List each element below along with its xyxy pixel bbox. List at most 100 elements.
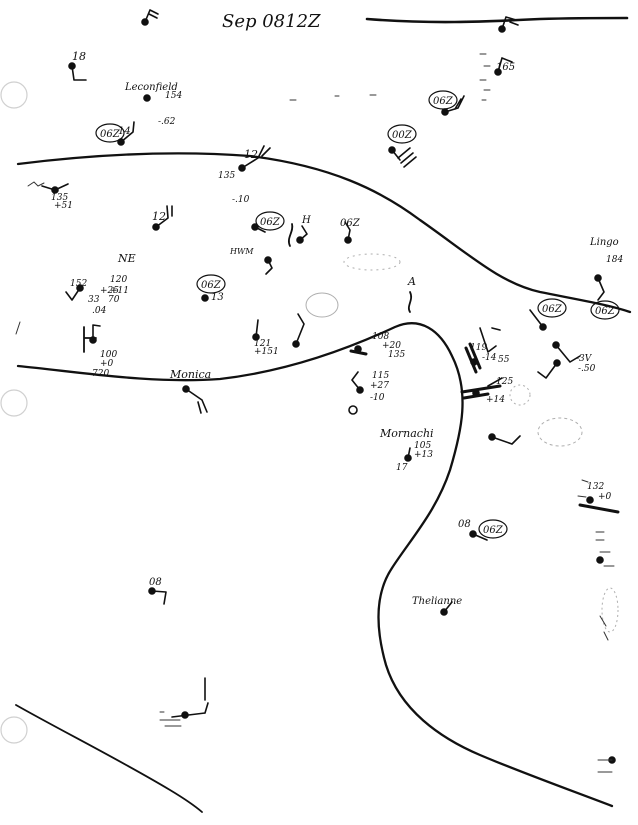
station-plot: [201, 294, 209, 302]
station-plot: [469, 530, 488, 541]
obs-text: +11: [110, 286, 129, 296]
obs-text: -14: [482, 353, 497, 363]
circle-mark: [196, 274, 226, 294]
obs-text: 184: [606, 255, 623, 265]
scribble: [479, 53, 491, 101]
place-label-monica: Monica: [169, 368, 211, 381]
obs-text: 17: [396, 463, 408, 473]
station-plot: [251, 223, 266, 233]
front-line-top-right: [365, 16, 629, 24]
circle-mark: [590, 300, 620, 320]
station-plot: [141, 9, 159, 26]
station-plot: [404, 447, 412, 462]
station-plot: [552, 341, 581, 363]
place-label-thelianne: Thelianne: [412, 596, 462, 607]
station-plot: [171, 677, 209, 719]
circle-mark: [537, 298, 567, 318]
obs-text: +13: [414, 450, 433, 460]
obs-text: 120: [110, 275, 127, 285]
obs-text: +25: [100, 286, 119, 296]
obs-text: 152: [70, 279, 87, 289]
obs-text: +20: [382, 341, 401, 351]
obs-text: 135: [51, 193, 68, 203]
time-label: 06Z: [483, 525, 504, 536]
station-plot: [498, 16, 519, 33]
obs-text: HWM: [229, 247, 254, 256]
time-label: 06Z: [433, 96, 454, 107]
station-plot: [351, 371, 364, 394]
front-symbol: [288, 223, 294, 247]
station-plot: [182, 385, 208, 414]
station-plot: [529, 309, 547, 331]
obs-text: 12: [152, 210, 166, 223]
obs-text: -.50: [578, 364, 596, 374]
station-plot: [117, 121, 135, 146]
scribble: [27, 181, 45, 187]
place-label-mornachi: Mornachi: [379, 427, 434, 440]
time-label: 06Z: [340, 218, 361, 229]
smudge: [305, 292, 339, 318]
station-plot: [578, 496, 620, 514]
obs-text: +14: [486, 395, 505, 405]
obs-text: 08: [149, 577, 162, 588]
scribble: [599, 615, 609, 641]
obs-text: 132: [587, 482, 604, 492]
station-plot: [388, 146, 417, 168]
station-plot: [594, 274, 605, 301]
obs-text: +0: [100, 359, 114, 369]
obs-text: 108: [372, 332, 389, 342]
smudge: [509, 384, 531, 406]
obs-text: 55: [498, 355, 510, 365]
place-label-lingo: Lingo: [589, 237, 619, 248]
station-plot: [537, 359, 561, 379]
obs-text: -3V: [576, 354, 593, 364]
station-plot: [349, 345, 368, 356]
station-plot: [65, 284, 84, 301]
time-label: 06Z: [201, 280, 222, 291]
station-plot: [68, 62, 87, 81]
station-plot: [488, 433, 521, 445]
obs-text: 12: [244, 148, 258, 161]
obs-text: +0: [598, 492, 612, 502]
obs-text: -.62: [158, 117, 176, 127]
station-plot: [41, 183, 69, 194]
obs-text: 13: [211, 292, 224, 303]
obs-text: 115: [372, 371, 389, 381]
obs-text: 18: [72, 50, 86, 63]
smudge: [343, 253, 401, 271]
obs-text: 08: [458, 519, 471, 530]
circle-mark: [428, 90, 458, 110]
place-label-ne: NE: [117, 252, 136, 265]
front-line-bottom-left: [15, 704, 203, 813]
obs-text: 135: [218, 171, 235, 181]
front-symbol: [83, 326, 97, 353]
station-plot: [252, 319, 260, 341]
obs-text: 100: [100, 350, 117, 360]
front-symbol: [407, 291, 413, 313]
obs-text: 70: [108, 295, 120, 305]
circle-mark: [387, 124, 417, 144]
station-plot: [296, 225, 308, 244]
obs-text: 165: [496, 62, 515, 73]
scribble: [159, 711, 182, 727]
station-plot: [152, 205, 173, 231]
obs-text: 121: [254, 339, 271, 349]
station-plot: [143, 94, 151, 102]
station-plot: [344, 221, 352, 244]
front-line-upper: [16, 152, 632, 314]
station-plot: [596, 556, 604, 564]
station-plot: [494, 57, 513, 76]
obs-text: 33: [88, 295, 100, 305]
scribble: [15, 321, 21, 335]
station-plot: [89, 324, 101, 344]
obs-text: H: [301, 215, 311, 226]
obs-text: 14: [118, 126, 131, 137]
obs-text: +51: [54, 201, 73, 211]
time-label: 06Z: [542, 304, 563, 315]
station-plot: [348, 405, 358, 415]
smudge: [537, 417, 583, 447]
place-label-leconfield: Leconfield: [124, 82, 178, 93]
smudge: [601, 587, 619, 633]
place-label-a: A: [407, 275, 416, 288]
